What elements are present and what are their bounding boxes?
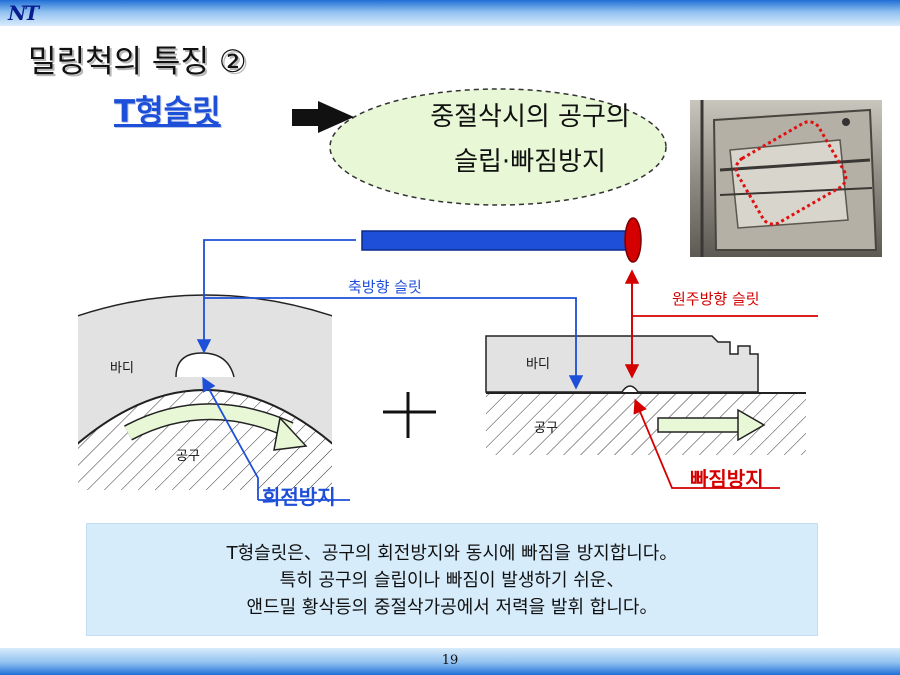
rotation-arrowhead	[273, 416, 308, 451]
bubble-line-1: 중절삭시의 공구의	[430, 102, 630, 132]
pullout-arrow-icon	[657, 408, 766, 442]
body-label-left: 바디	[110, 361, 134, 376]
nt-logo: NT	[8, 1, 39, 25]
page-title: 밀링척의 특징 ②	[28, 44, 247, 80]
axial-slit-label: 축방향 슬릿	[348, 278, 422, 296]
tool-label-right: 공구	[534, 421, 558, 436]
circumferential-slit-label: 원주방향 슬릿	[672, 290, 760, 308]
circumferential-slit-leaders	[624, 269, 818, 489]
tool-label-left: 공구	[176, 449, 200, 464]
rotation-prevention-label: 회전방지	[262, 485, 336, 509]
top-band	[0, 0, 900, 26]
plus-icon	[383, 392, 436, 438]
speech-bubble	[329, 88, 667, 206]
description-line-3: 앤드밀 황삭등의 중절삭가공에서 저력을 발휘 합니다。	[246, 597, 658, 618]
page-number: 19	[441, 653, 459, 668]
big-arrow-icon	[292, 101, 354, 133]
description-box: T형슬릿은、공구의 회전방지와 동시에 빠짐을 방지합니다。 특히 공구의 슬립…	[86, 523, 818, 636]
body-label-right: 바디	[526, 357, 550, 372]
tool-bar-icon	[361, 217, 642, 263]
bottom-band	[0, 648, 900, 675]
axial-slit-leaders	[196, 239, 584, 501]
rotation-arrow-icon	[124, 404, 293, 440]
subtitle-t-slit: T형슬릿	[114, 94, 221, 130]
chuck-photo	[690, 100, 882, 257]
pullout-prevention-label: 빠짐방지	[690, 467, 764, 491]
description-line-1: T형슬릿은、공구의 회전방지와 동시에 빠짐을 방지합니다。	[226, 543, 678, 564]
bubble-line-2: 슬립·빠짐방지	[454, 147, 606, 177]
description-line-2: 특히 공구의 슬립이나 빠짐이 발생하기 쉬운、	[279, 570, 625, 591]
bubble-text: 중절삭시의 공구의 슬립·빠짐방지	[370, 95, 690, 185]
